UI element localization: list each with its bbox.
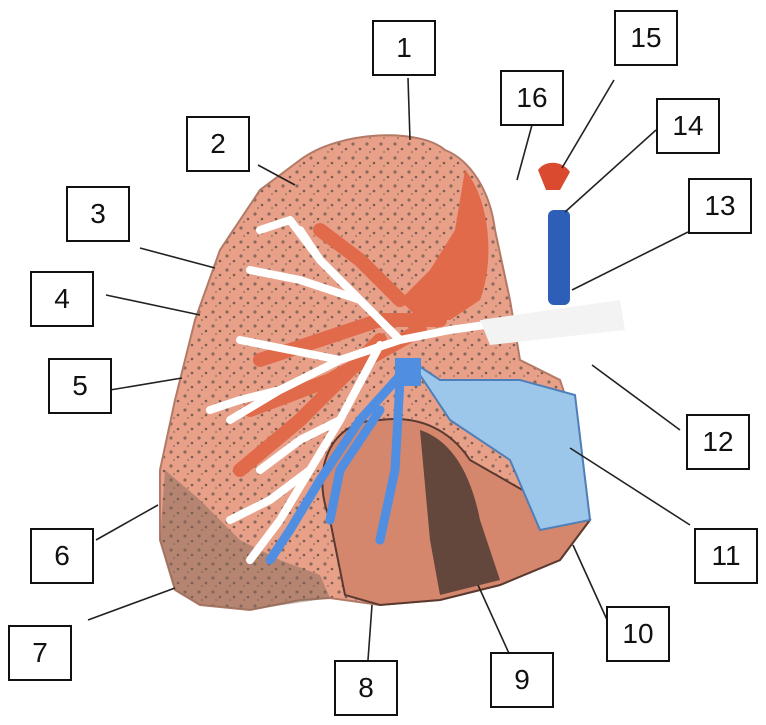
label-3: 3 [66,186,130,242]
label-10: 10 [606,606,670,662]
label-1: 1 [372,20,436,76]
label-9: 9 [490,652,554,708]
vena-cava [548,210,570,305]
label-7: 7 [8,625,72,681]
label-4: 4 [30,271,94,327]
label-16: 16 [500,70,564,126]
label-15: 15 [614,10,678,66]
label-6: 6 [30,528,94,584]
label-11: 11 [694,528,758,584]
vein-stub [395,358,421,386]
label-14: 14 [656,98,720,154]
label-13: 13 [688,178,752,234]
label-12: 12 [686,414,750,470]
aortic-stub [538,163,570,190]
label-8: 8 [334,660,398,716]
label-5: 5 [48,358,112,414]
label-2: 2 [186,116,250,172]
